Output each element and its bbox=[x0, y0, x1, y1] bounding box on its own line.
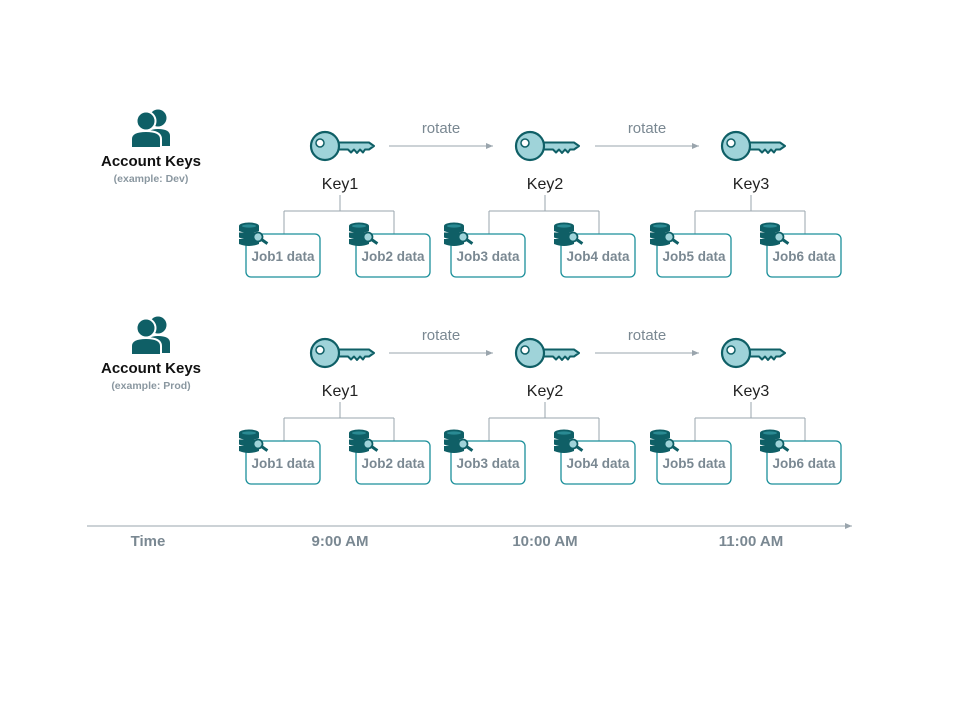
database-key-icon bbox=[650, 429, 680, 453]
key-label: Key2 bbox=[527, 383, 564, 400]
job-label: Job2 data bbox=[361, 456, 425, 471]
job-box-border bbox=[560, 440, 636, 485]
key-icon bbox=[720, 337, 786, 369]
users-icon bbox=[130, 316, 170, 356]
database-key-icon bbox=[444, 222, 474, 246]
job-label: Job3 data bbox=[456, 456, 520, 471]
time-tick: 11:00 AM bbox=[719, 533, 783, 550]
job-label: Job1 data bbox=[251, 249, 315, 264]
key-icon bbox=[720, 130, 786, 162]
job-data-box: Job4 data bbox=[560, 233, 636, 278]
job-data-box: Job3 data bbox=[450, 440, 526, 485]
time-label: Time bbox=[131, 533, 166, 550]
job-label: Job6 data bbox=[772, 249, 836, 264]
job-box-border bbox=[245, 440, 321, 485]
account-row: Account Keys (example: Dev) rotate rotateKe… bbox=[101, 120, 842, 278]
job-label: Job4 data bbox=[566, 456, 630, 471]
job-box-border bbox=[450, 233, 526, 278]
key-icon bbox=[309, 337, 375, 369]
job-box-border bbox=[355, 233, 431, 278]
job-box-border bbox=[450, 440, 526, 485]
job-data-box: Job1 data bbox=[245, 233, 321, 278]
job-label: Job5 data bbox=[662, 456, 726, 471]
database-key-icon bbox=[349, 222, 379, 246]
job-data-box: Job3 data bbox=[450, 233, 526, 278]
time-tick: 9:00 AM bbox=[312, 533, 369, 550]
time-tick: 10:00 AM bbox=[512, 533, 577, 550]
key-label: Key3 bbox=[733, 176, 770, 193]
rotate-label: rotate bbox=[422, 120, 460, 137]
database-key-icon bbox=[349, 429, 379, 453]
account-row: Account Keys (example: Prod) rotate rotateK… bbox=[101, 327, 842, 485]
job-data-box: Job2 data bbox=[355, 233, 431, 278]
database-key-icon bbox=[239, 222, 269, 246]
database-key-icon bbox=[554, 222, 584, 246]
key-label: Key3 bbox=[733, 383, 770, 400]
database-key-icon bbox=[650, 222, 680, 246]
job-box-border bbox=[560, 233, 636, 278]
job-data-box: Job6 data bbox=[766, 233, 842, 278]
database-key-icon bbox=[554, 429, 584, 453]
key-label: Key1 bbox=[322, 383, 359, 400]
job-data-box: Job1 data bbox=[245, 440, 321, 485]
job-box-border bbox=[245, 233, 321, 278]
job-box-border bbox=[766, 233, 842, 278]
job-box-border bbox=[656, 233, 732, 278]
account-title: Account Keys bbox=[101, 360, 201, 377]
database-key-icon bbox=[444, 429, 474, 453]
job-label: Job2 data bbox=[361, 249, 425, 264]
account-subtitle: (example: Dev) bbox=[114, 173, 189, 185]
job-data-box: Job6 data bbox=[766, 440, 842, 485]
account-title: Account Keys bbox=[101, 153, 201, 170]
job-data-box: Job2 data bbox=[355, 440, 431, 485]
users-icon bbox=[130, 109, 170, 149]
key-icon bbox=[514, 130, 580, 162]
key-label: Key2 bbox=[527, 176, 564, 193]
database-key-icon bbox=[760, 222, 790, 246]
job-box-border bbox=[355, 440, 431, 485]
key-icon bbox=[309, 130, 375, 162]
job-label: Job5 data bbox=[662, 249, 726, 264]
job-data-box: Job5 data bbox=[656, 440, 732, 485]
database-key-icon bbox=[760, 429, 790, 453]
key-label: Key1 bbox=[322, 176, 359, 193]
rotate-label: rotate bbox=[628, 327, 666, 344]
job-label: Job4 data bbox=[566, 249, 630, 264]
job-label: Job1 data bbox=[251, 456, 315, 471]
key-icon bbox=[514, 337, 580, 369]
job-box-border bbox=[766, 440, 842, 485]
account-subtitle: (example: Prod) bbox=[111, 380, 190, 392]
job-data-box: Job5 data bbox=[656, 233, 732, 278]
job-data-box: Job4 data bbox=[560, 440, 636, 485]
job-label: Job3 data bbox=[456, 249, 520, 264]
rotate-label: rotate bbox=[422, 327, 460, 344]
rotate-label: rotate bbox=[628, 120, 666, 137]
job-label: Job6 data bbox=[772, 456, 836, 471]
database-key-icon bbox=[239, 429, 269, 453]
job-box-border bbox=[656, 440, 732, 485]
